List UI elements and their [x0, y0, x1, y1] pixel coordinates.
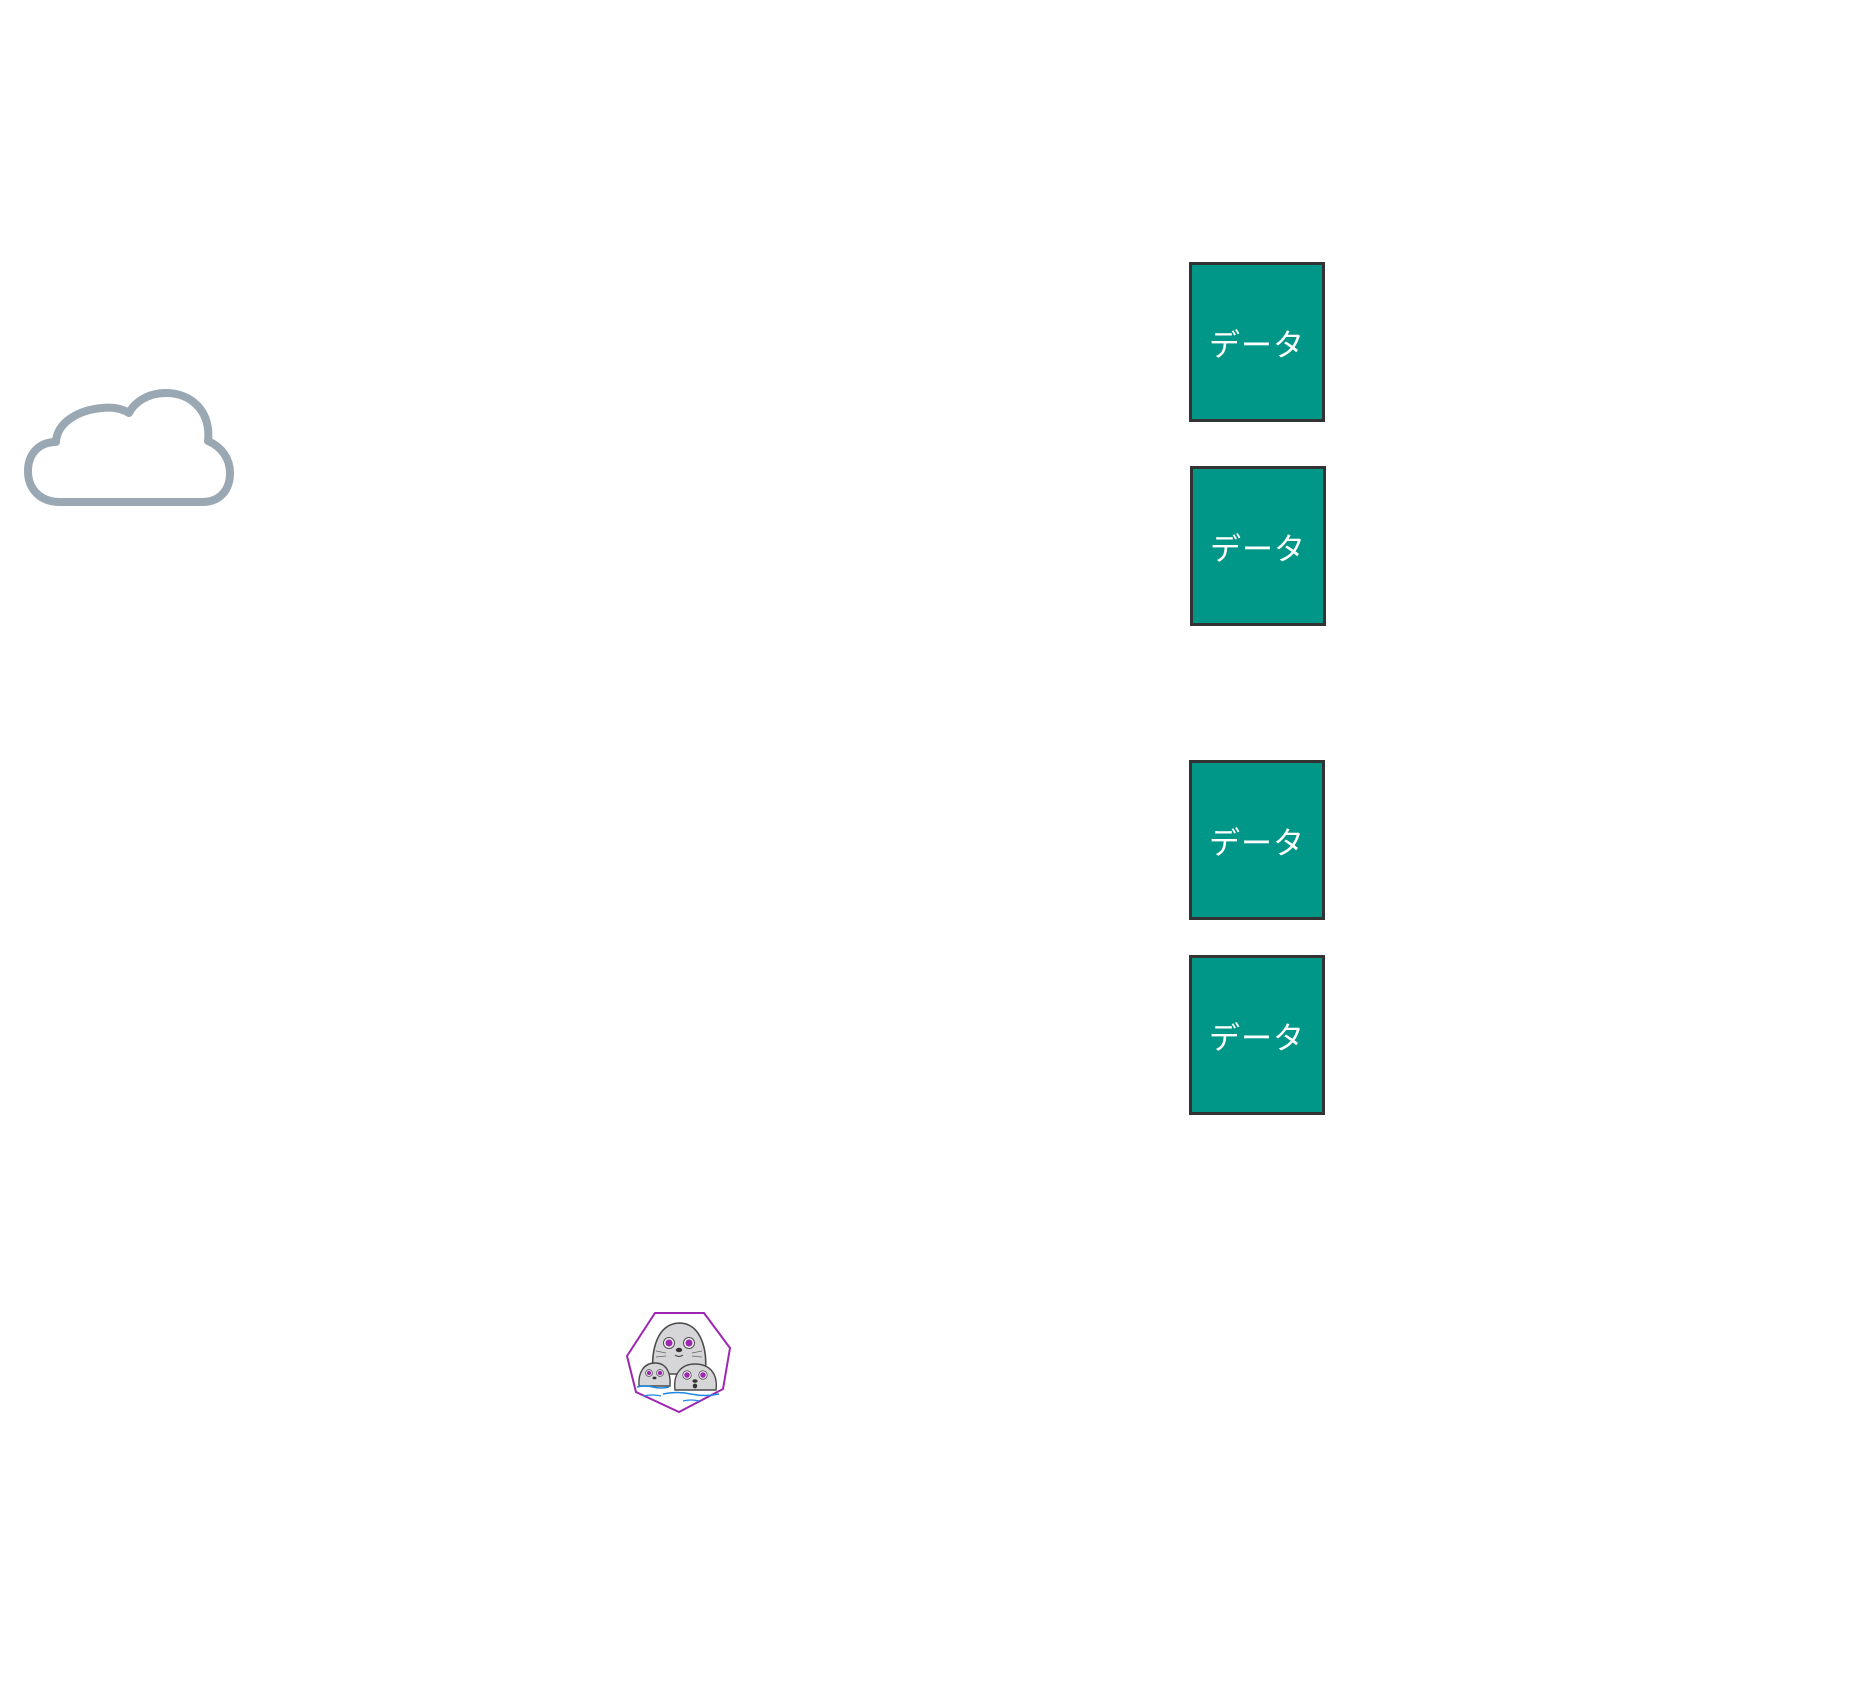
data-block-label: データ	[1209, 825, 1305, 862]
cloud-icon[interactable]	[24, 375, 234, 510]
data-block-1[interactable]: データ	[1189, 262, 1325, 422]
data-block-3[interactable]: データ	[1189, 760, 1325, 920]
data-block-label: データ	[1210, 531, 1306, 568]
data-block-label: データ	[1209, 327, 1305, 364]
data-block-2[interactable]: データ	[1190, 466, 1326, 626]
seal-logo-icon[interactable]	[625, 1310, 734, 1415]
data-block-4[interactable]: データ	[1189, 955, 1325, 1115]
data-block-label: データ	[1209, 1020, 1305, 1057]
